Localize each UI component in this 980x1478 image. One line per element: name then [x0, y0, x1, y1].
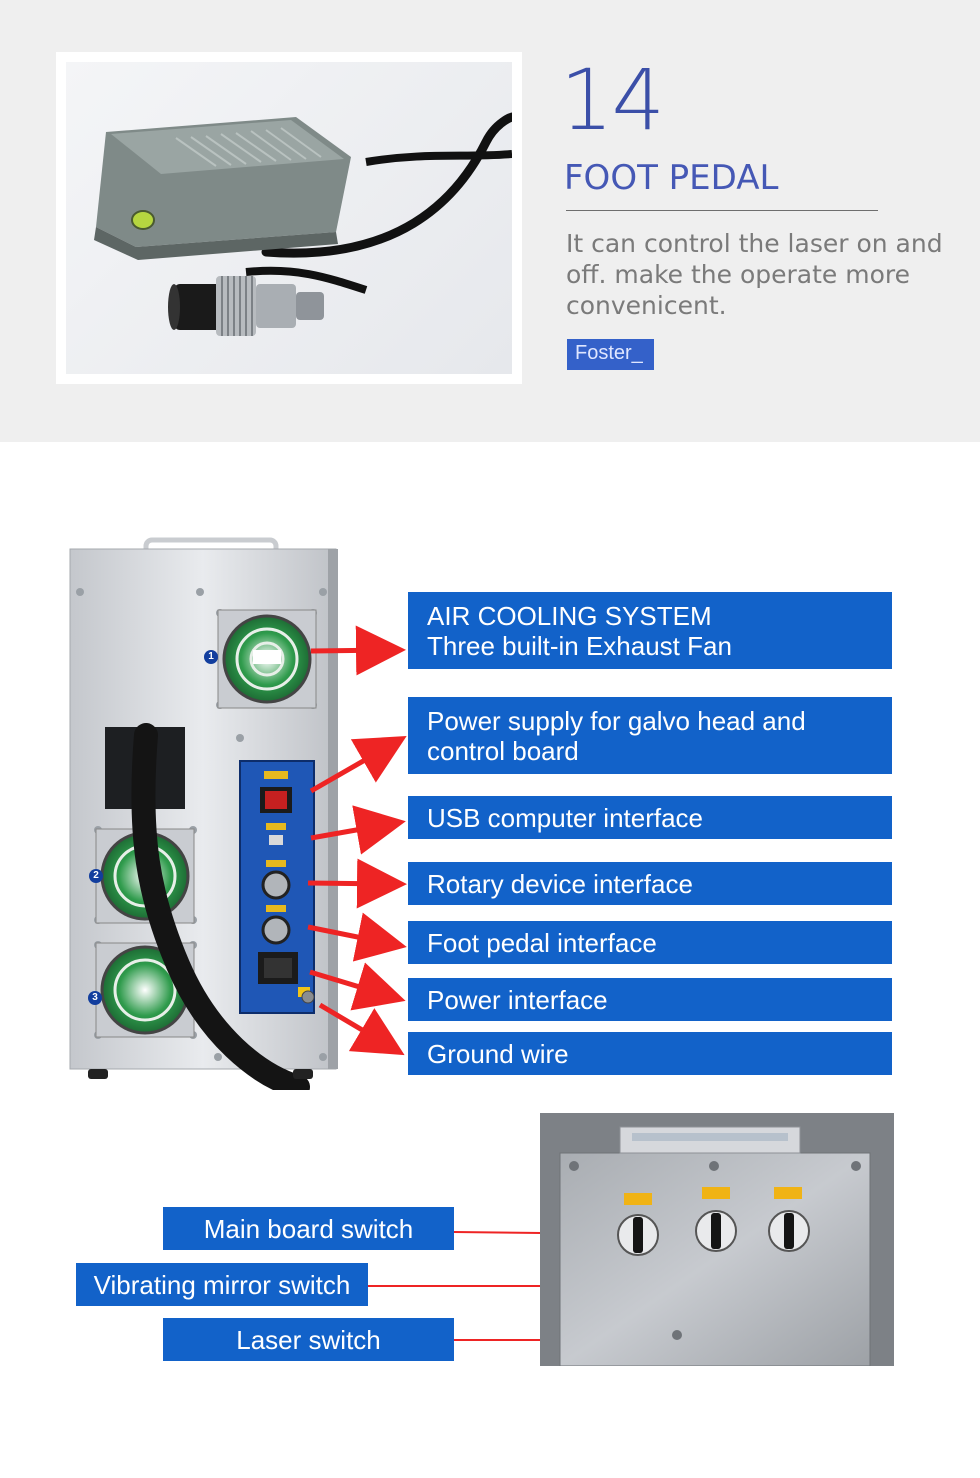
callout-power-interface: Power interface — [408, 978, 892, 1021]
section-number: 14 — [560, 51, 665, 149]
callout-line: Power interface — [427, 984, 608, 1015]
machine-rear-photo — [68, 535, 348, 1090]
brand-tag: Foster_ — [567, 339, 654, 370]
callout-line: Vibrating mirror switch — [93, 1269, 351, 1300]
callout-vibrating-mirror-switch: Vibrating mirror switch — [76, 1263, 368, 1306]
callout-air-cooling: AIR COOLING SYSTEM Three built-in Exhaus… — [408, 592, 892, 669]
section-title: FOOT PEDAL — [564, 158, 779, 198]
title-divider — [566, 210, 878, 211]
foot-pedal-photo — [66, 62, 512, 374]
callout-main-board-switch: Main board switch — [163, 1207, 454, 1250]
callout-line: control board — [427, 735, 579, 766]
callout-power-supply: Power supply for galvo head and control … — [408, 697, 892, 774]
section-description: It can control the laser on and off. mak… — [566, 229, 943, 320]
callout-line: Laser switch — [236, 1324, 381, 1355]
callout-rotary: Rotary device interface — [408, 862, 892, 905]
callout-line: Main board switch — [203, 1213, 414, 1244]
callout-line: Ground wire — [427, 1038, 569, 1069]
callout-line: AIR COOLING SYSTEM — [427, 600, 712, 631]
callout-foot-pedal: Foot pedal interface — [408, 921, 892, 964]
switch-panel-photo — [540, 1113, 894, 1366]
fan-number-badge: 2 — [89, 869, 103, 883]
fan-number-badge: 3 — [88, 991, 102, 1005]
callout-laser-switch: Laser switch — [163, 1318, 454, 1361]
callout-line: Three built-in Exhaust Fan — [427, 630, 732, 661]
callout-ground-wire: Ground wire — [408, 1032, 892, 1075]
callout-line: Power supply for galvo head and — [427, 705, 806, 736]
fan-number-badge: 1 — [204, 650, 218, 664]
callout-line: USB computer interface — [427, 802, 704, 833]
callout-line: Rotary device interface — [427, 868, 693, 899]
callout-usb: USB computer interface — [408, 796, 892, 839]
callout-line: Foot pedal interface — [427, 927, 657, 958]
